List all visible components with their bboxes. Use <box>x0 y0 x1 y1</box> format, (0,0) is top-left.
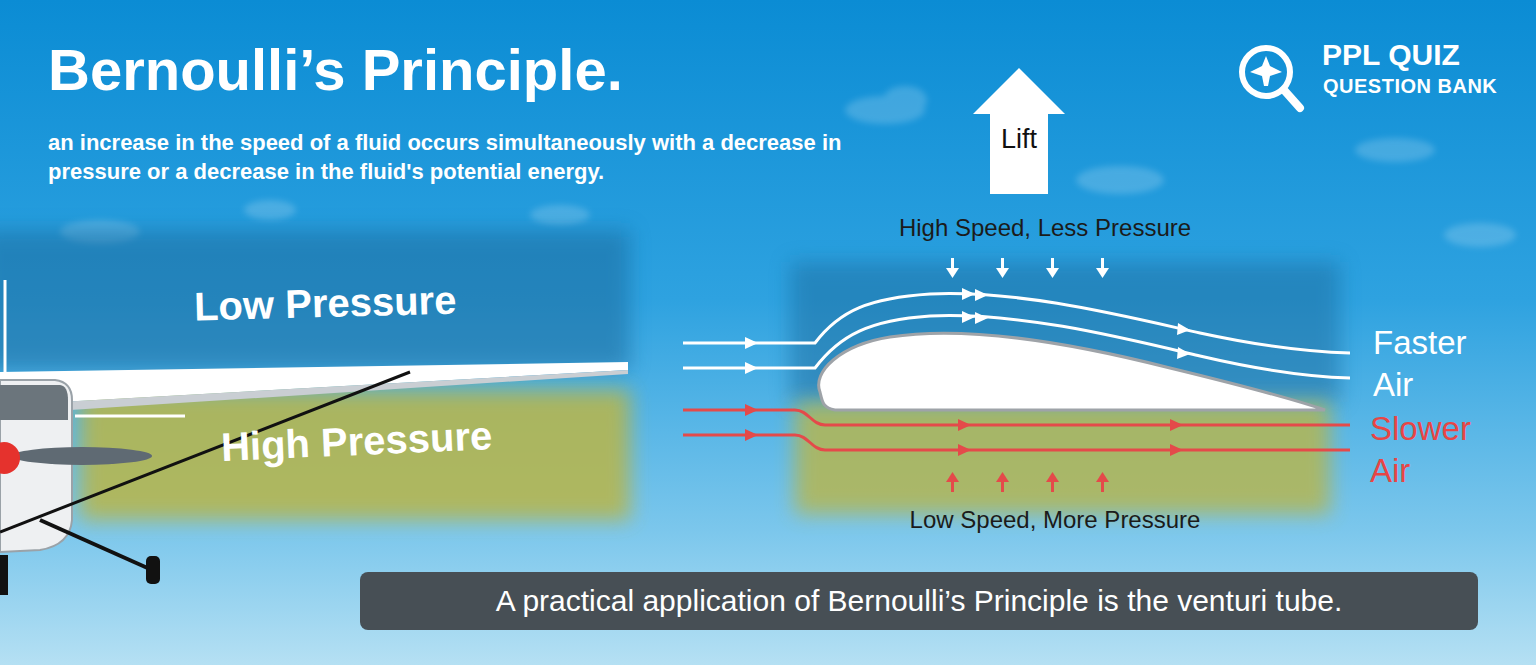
logo-name: PPL QUIZ <box>1322 38 1460 72</box>
up-arrows <box>946 472 1109 492</box>
slow-streamlines <box>683 410 1350 450</box>
down-arrows <box>946 258 1109 278</box>
flow-arrowheads <box>745 404 1183 456</box>
fast-streamlines <box>683 294 1350 378</box>
logo-icon <box>1242 48 1300 108</box>
lower-label: Low Speed, More Pressure <box>910 506 1201 534</box>
arrow-label: Lift <box>972 124 1066 155</box>
fast-air-label: Faster Air <box>1373 322 1513 406</box>
airfoil <box>819 333 1325 410</box>
wing-underside <box>60 370 628 410</box>
lift-arrow: Lift <box>972 66 1066 196</box>
cowling <box>0 385 68 420</box>
propeller <box>12 447 152 465</box>
caption-box: A practical application of Bernoulli’s P… <box>360 572 1478 630</box>
slow-air-label: Slower Air <box>1370 408 1510 492</box>
subtitle: an increase in the speed of a fluid occu… <box>48 128 878 186</box>
caption: A practical application of Bernoulli’s P… <box>496 584 1343 618</box>
flow-arrowheads <box>745 288 1190 374</box>
upper-label: High Speed, Less Pressure <box>899 214 1191 242</box>
low-pressure-band <box>0 230 630 370</box>
landing-gear <box>40 520 152 570</box>
region-label: Low Pressure <box>193 277 456 329</box>
spinner <box>0 442 20 474</box>
wing-flap-line <box>75 415 185 418</box>
windshield-line <box>4 280 7 372</box>
logo-subtitle: QUESTION BANK <box>1323 75 1497 98</box>
title: Bernoulli’s Principle. <box>48 36 623 103</box>
wing <box>0 362 628 404</box>
pressure-region: Low Pressure <box>193 277 456 329</box>
high-pressure-zone <box>795 402 1330 514</box>
high-pressure-band <box>80 390 630 520</box>
wheel <box>0 555 8 595</box>
wheel <box>146 556 160 584</box>
